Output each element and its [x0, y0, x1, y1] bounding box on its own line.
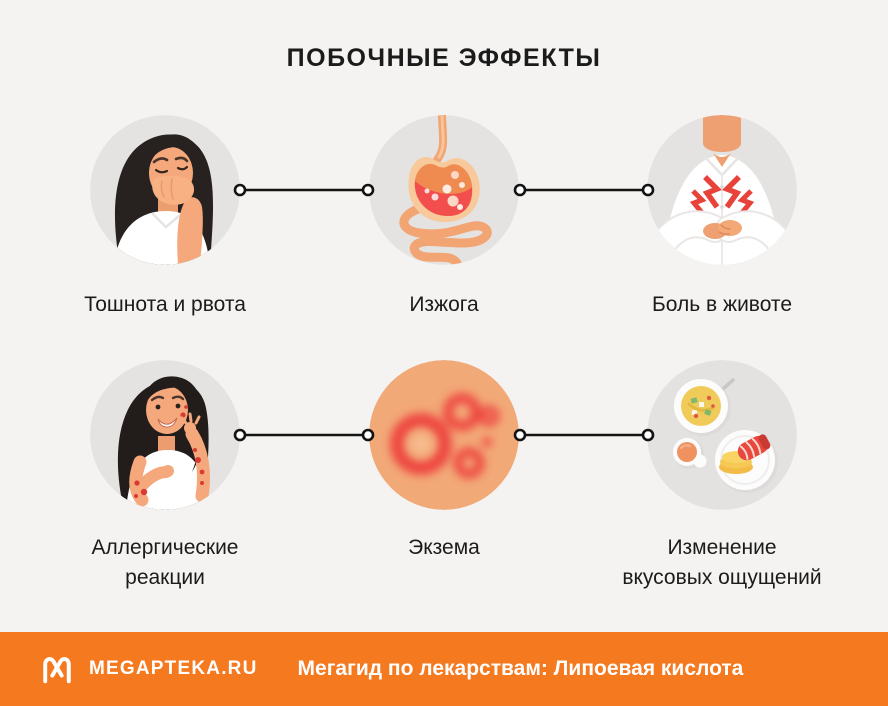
- stomach-with-acid-illustration: [369, 115, 519, 265]
- item-label-taste-change: Изменение вкусовых ощущений: [622, 536, 822, 589]
- connector-line: [513, 427, 655, 443]
- footer-bar: MEGAPTEKA.RU Мегагид по лекарствам: Липо…: [0, 632, 888, 706]
- food-dishes-illustration: [647, 360, 797, 510]
- item-label-allergy: Аллергические реакции: [91, 536, 239, 589]
- page-title: ПОБОЧНЫЕ ЭФФЕКТЫ: [286, 44, 602, 72]
- item-label-heartburn: Изжога: [409, 293, 479, 316]
- skin-eczema-patches-illustration: [369, 360, 519, 510]
- woman-covering-mouth-illustration: [90, 115, 240, 265]
- item-label-nausea: Тошнота и рвота: [84, 293, 246, 316]
- guide-tagline: Мегагид по лекарствам: Липоевая кислота: [297, 657, 744, 680]
- connector-line: [233, 427, 375, 443]
- item-label-eczema: Экзема: [408, 536, 480, 559]
- item-label-abdominal-pain: Боль в животе: [652, 293, 792, 316]
- woman-with-rash-illustration: [90, 360, 240, 510]
- megapteka-logo-icon: [43, 657, 71, 684]
- connector-line: [513, 182, 655, 198]
- connector-line: [233, 182, 375, 198]
- brand-name: MEGAPTEKA.RU: [89, 658, 258, 679]
- person-holding-stomach-illustration: [647, 115, 797, 265]
